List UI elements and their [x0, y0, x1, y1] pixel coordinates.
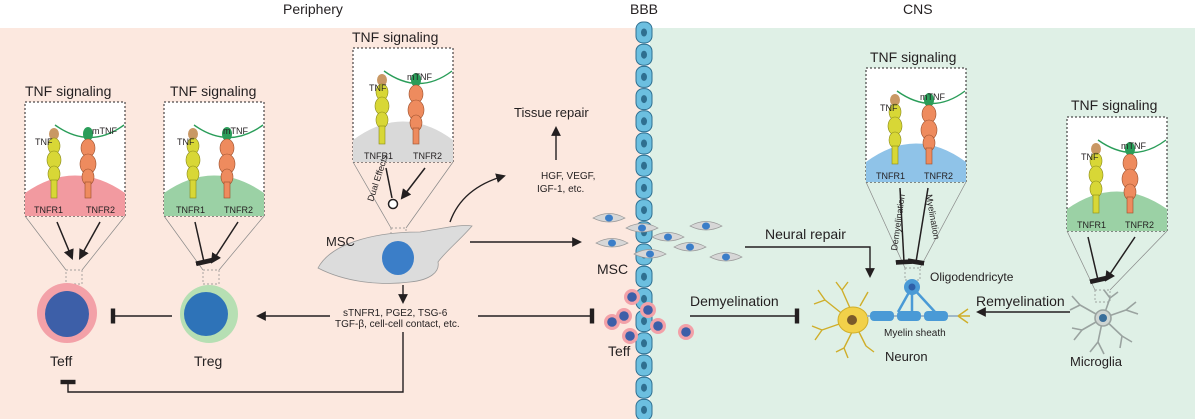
msc-cell — [651, 232, 685, 242]
neural-repair-label: Neural repair — [765, 226, 846, 242]
cns-msc-label: MSC — [597, 261, 628, 277]
tnfr2-label: TNFR2 — [224, 205, 253, 215]
treg-cell — [180, 285, 238, 343]
mtnf-label: mTNF — [223, 126, 248, 136]
teff-cell — [624, 289, 640, 305]
endothelial-cell — [635, 376, 653, 399]
oligodendrocyte-label: Oligodendricyte — [930, 270, 1014, 284]
growth-factors-line2: IGF-1, etc. — [537, 184, 584, 195]
msc-cell — [592, 213, 626, 223]
tnfr2-label: TNFR2 — [413, 151, 442, 161]
msc-cell — [673, 242, 707, 252]
tnf-label: TNF — [35, 137, 53, 147]
cell-membrane — [866, 143, 966, 182]
blood-brain-barrier — [635, 21, 653, 419]
teff-cell — [640, 302, 656, 318]
endothelial-cell — [635, 332, 653, 355]
teff-label: Teff — [50, 353, 72, 369]
msc-cell — [317, 225, 473, 284]
tnf-label: TNF — [177, 137, 195, 147]
remyelination-label: Remyelination — [976, 293, 1065, 309]
msc-label: MSC — [326, 234, 355, 249]
migrating-teff-group — [604, 289, 694, 344]
cell-membrane — [164, 175, 264, 216]
secreted-factors-line1: sTNFR1, PGE2, TSG-6 — [343, 308, 448, 319]
tnfr2-label: TNFR2 — [1125, 220, 1154, 230]
demyelination-label: Demyelination — [690, 293, 779, 309]
tnf-label: TNF — [369, 83, 387, 93]
tnfr2-label: TNFR2 — [86, 205, 115, 215]
growth-factors-line1: HGF, VEGF, — [541, 171, 595, 182]
tnfr1-label: TNFR1 — [876, 171, 905, 181]
tnfr1-label: TNFR1 — [34, 205, 63, 215]
periphery-region — [0, 28, 640, 419]
endothelial-cell — [635, 398, 653, 419]
tnf-signaling-panel-teff: TNF signaling TNF mTNF TNFR1 TNFR2 — [24, 83, 126, 285]
msc-cell — [709, 252, 743, 262]
teff-cell — [650, 318, 666, 334]
cell-membrane — [25, 175, 125, 216]
myelin-sheath-label: Myelin sheath — [884, 328, 946, 339]
panel-title: TNF signaling — [352, 29, 438, 45]
endothelial-cell — [635, 65, 653, 88]
teff-cell — [622, 328, 638, 344]
mtnf-label: mTNF — [920, 92, 945, 102]
tnf-label: TNF — [1081, 152, 1099, 162]
tissue-repair-label: Tissue repair — [514, 105, 589, 120]
secreted-factors-line2: TGF-β, cell-cell contact, etc. — [335, 319, 460, 330]
microglia — [1069, 289, 1139, 355]
msc-cell — [633, 249, 667, 259]
cell-membrane — [1067, 191, 1167, 231]
tnfr2-label: TNFR2 — [924, 171, 953, 181]
panel-title: TNF signaling — [170, 83, 256, 99]
oligodendrocyte — [896, 279, 936, 313]
endothelial-cell — [635, 199, 653, 222]
tnfr1-label: TNFR1 — [176, 205, 205, 215]
teff-cell — [616, 308, 632, 324]
endothelial-cell — [635, 354, 653, 377]
mtnf-label: mTNF — [407, 72, 432, 82]
endothelial-cell — [635, 265, 653, 288]
microglia-label: Microglia — [1070, 354, 1123, 369]
cns-teff-label: Teff — [608, 343, 630, 359]
tnfr1-label: TNFR1 — [1077, 220, 1106, 230]
endothelial-cell — [635, 154, 653, 177]
teff-cell — [678, 324, 694, 340]
tnf-signaling-panel-microglia: TNF signaling TNF mTNF TNFR1 TNFR2 — [1066, 97, 1168, 303]
neuron-label: Neuron — [885, 349, 928, 364]
cns-title: CNS — [903, 1, 933, 17]
cell-membrane — [353, 121, 453, 162]
bbb-title: BBB — [630, 1, 658, 17]
teff-cell — [604, 314, 620, 330]
tnf-signaling-panel-oligodendrocyte: TNF signaling TNF mTNF TNFR1 TNFR2 Demye… — [865, 49, 967, 281]
tnf-signaling-panel-treg: TNF signaling TNF mTNF TNFR1 TNFR2 — [163, 83, 265, 285]
neuron — [811, 281, 970, 359]
mtnf-label: mTNF — [92, 126, 117, 136]
endothelial-cell — [635, 43, 653, 66]
treg-label: Treg — [194, 353, 222, 369]
msc-cell — [625, 223, 659, 233]
teff-cell — [37, 283, 97, 343]
endothelial-cell — [635, 88, 653, 111]
endothelial-cell — [635, 21, 653, 44]
tnf-label: TNF — [880, 103, 898, 113]
msc-cell — [595, 238, 629, 248]
panel-title: TNF signaling — [25, 83, 111, 99]
tnf-signaling-panel-msc: TNF signaling TNF mTNF TNFR1 TNFR2 Dual … — [352, 29, 454, 241]
tnfr1-label: TNFR1 — [364, 151, 393, 161]
endothelial-cell — [635, 176, 653, 199]
periphery-title: Periphery — [283, 1, 343, 17]
migrating-msc-group — [592, 213, 743, 262]
panel-title: TNF signaling — [1071, 97, 1157, 113]
panel-title: TNF signaling — [870, 49, 956, 65]
endothelial-cell — [635, 132, 653, 155]
mtnf-label: mTNF — [1121, 141, 1146, 151]
endothelial-cell — [635, 110, 653, 133]
msc-cell — [689, 221, 723, 231]
